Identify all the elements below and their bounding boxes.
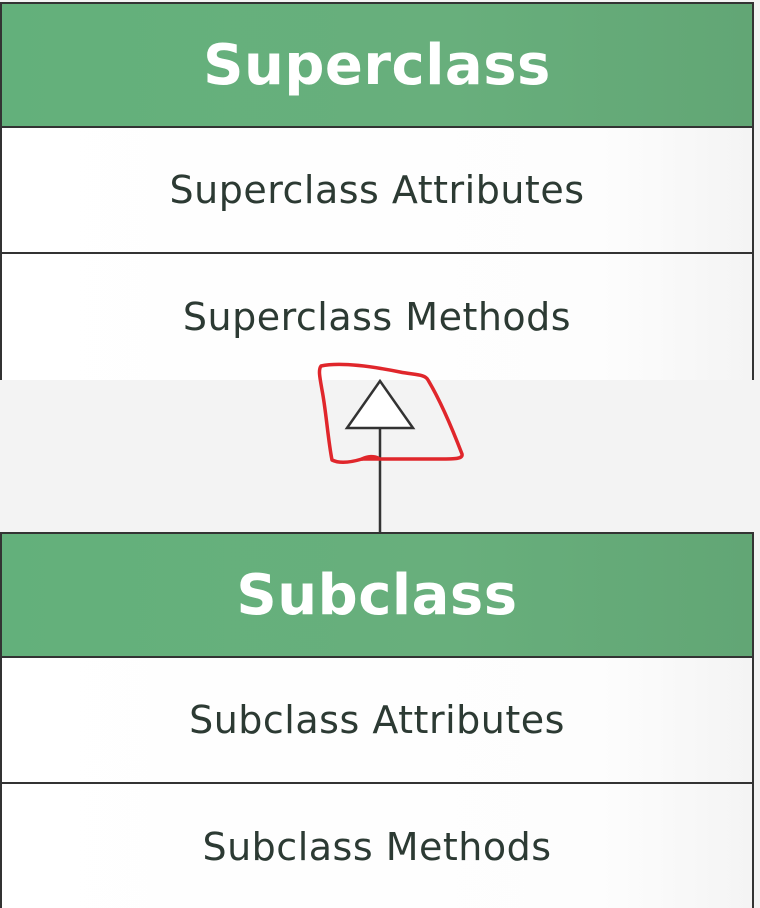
superclass-attributes: Superclass Attributes	[2, 128, 752, 254]
superclass-box: Superclass Superclass Attributes Supercl…	[0, 2, 754, 380]
red-annotation-tail	[360, 454, 380, 461]
subclass-name: Subclass	[2, 534, 752, 658]
superclass-methods: Superclass Methods	[2, 254, 752, 380]
inheritance-arrowhead	[344, 378, 416, 430]
subclass-box: Subclass Subclass Attributes Subclass Me…	[0, 532, 754, 908]
subclass-methods: Subclass Methods	[2, 784, 752, 908]
superclass-name: Superclass	[2, 4, 752, 128]
subclass-attributes: Subclass Attributes	[2, 658, 752, 784]
